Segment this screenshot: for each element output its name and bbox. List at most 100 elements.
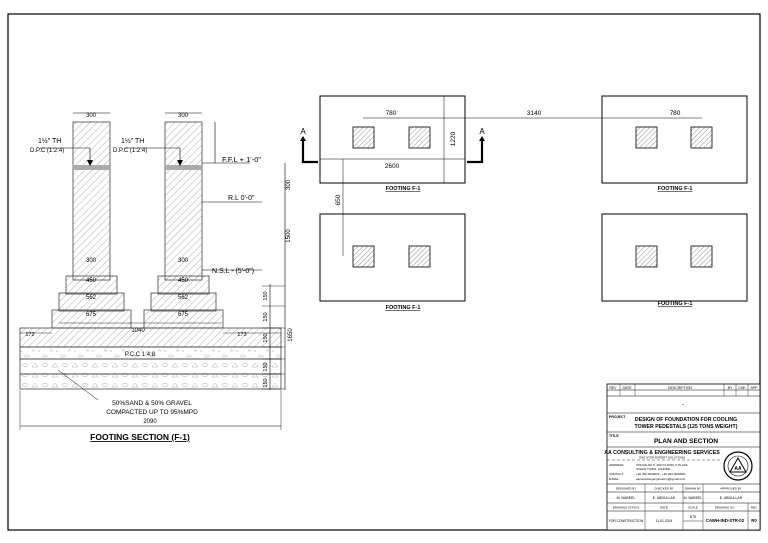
pedestal-4a bbox=[635, 245, 658, 268]
dpc-right-thickness: 1½" TH bbox=[121, 137, 144, 145]
drawn-by-label: DRAWN BY bbox=[685, 487, 701, 491]
drawing-title: PLAN AND SECTION bbox=[654, 438, 718, 445]
column-left bbox=[72, 121, 111, 281]
drawn-by: M. NABEEL bbox=[684, 496, 703, 500]
pcc-label: P.C.C 1:4:8 bbox=[125, 352, 156, 358]
rev-label: REV bbox=[751, 506, 757, 510]
step-675-left: 675 bbox=[86, 312, 97, 318]
dim-150-d: 150 bbox=[263, 362, 269, 371]
date-label: DATE bbox=[660, 506, 668, 510]
email-label: E-MAIL bbox=[609, 477, 619, 481]
plan-dim-2600: 2600 bbox=[385, 163, 400, 170]
address-label: ADDRESS bbox=[609, 463, 624, 467]
dim-150-c: 150 bbox=[263, 333, 269, 342]
contact-value: +92 300 0000000 , +92 300 0000000 bbox=[636, 472, 686, 476]
section-texts: 300 300 1½" TH D.P.C (1:2:4) 1½" TH D.P.… bbox=[25, 113, 294, 442]
dim-top-right: 300 bbox=[178, 113, 189, 119]
dim-173: 173 bbox=[237, 332, 246, 338]
step-300-left: 300 bbox=[86, 258, 97, 264]
dpc-right-mix: D.P.C (1:2:4) bbox=[113, 148, 147, 154]
plan-dim-3140: 3140 bbox=[527, 110, 542, 117]
dim-2090: 2090 bbox=[143, 419, 157, 425]
plan-texts: A A 780 3140 780 1220 2600 650 FOOTING F… bbox=[300, 110, 692, 311]
revision-dash: - bbox=[682, 402, 684, 408]
project-label: PROJECT bbox=[609, 415, 626, 419]
approved-by: E. ABDULLAH bbox=[720, 496, 743, 500]
sheet-border bbox=[7, 13, 761, 531]
footing-outline-2 bbox=[601, 95, 748, 184]
pedestal-2b bbox=[690, 126, 713, 149]
footing-label-2: FOOTING F-1 bbox=[658, 186, 693, 192]
dim-300-vertical: 300 bbox=[286, 179, 292, 190]
section-title: FOOTING SECTION (F-1) bbox=[90, 432, 190, 442]
company-subtitle: ONE STOP EXPERT SOLUTIONS bbox=[639, 456, 685, 460]
footing-section bbox=[19, 112, 286, 430]
section-marker-right bbox=[467, 140, 484, 164]
project-line-1: DESIGN OF FOUNDATION FOR COOLING bbox=[635, 417, 737, 423]
pedestal-1a bbox=[352, 126, 375, 149]
plan-dim-780-left: 780 bbox=[386, 110, 397, 117]
ngl-level: R.L 0'-0" bbox=[228, 195, 255, 202]
designed-by: M. NABEEL bbox=[617, 496, 636, 500]
rev-header-3: DESCRIPTION bbox=[668, 386, 692, 390]
footing-outline-4 bbox=[601, 213, 748, 302]
drawing-no-label: DRAWING NO. bbox=[715, 506, 736, 510]
title-label: TITLE bbox=[609, 434, 619, 438]
pedestal-2a bbox=[635, 126, 658, 149]
footing-label-4: FOOTING F-1 bbox=[658, 301, 693, 307]
designed-by-label: DESIGNED BY bbox=[616, 487, 637, 491]
section-marker-left bbox=[301, 140, 318, 164]
column-right bbox=[164, 121, 203, 281]
scale-label: SCALE bbox=[688, 506, 698, 510]
rev-header-4: BY bbox=[728, 386, 733, 390]
address-line-1: OFFICE NO 5, 2ND FLOOR, K PLAZA bbox=[636, 463, 688, 467]
dim-150-e: 150 bbox=[263, 378, 269, 387]
company-name: AA CONSULTING & ENGINEERING SERVICES bbox=[604, 450, 720, 456]
footing-label-1: FOOTING F-1 bbox=[386, 186, 421, 192]
dpc-band-left bbox=[73, 165, 110, 170]
fill-note-2: COMPACTED UP TO 95%MPD bbox=[106, 409, 198, 416]
dpc-left-thickness: 1½" TH bbox=[38, 137, 61, 145]
section-mark-a-right: A bbox=[479, 127, 485, 136]
pedestal-3a bbox=[352, 245, 375, 268]
drawing-date: 11-01-2024 bbox=[656, 519, 673, 523]
rev-header-5: CHK bbox=[738, 386, 746, 390]
fill-layer-2 bbox=[19, 373, 282, 390]
dim-1650: 1650 bbox=[288, 328, 294, 342]
dim-172: 172 bbox=[25, 332, 34, 338]
plan-dim-780-right: 780 bbox=[670, 110, 681, 117]
dpc-band-right bbox=[165, 165, 202, 170]
footing-label-3: FOOTING F-1 bbox=[386, 305, 421, 311]
drawing-status-label: DRAWING STATUS bbox=[613, 506, 640, 510]
logo-letters: AA bbox=[734, 466, 742, 472]
dim-150-b: 150 bbox=[263, 312, 269, 321]
checked-by: E. ABDULLAH bbox=[653, 496, 676, 500]
pedestal-3b bbox=[408, 245, 431, 268]
contact-label: CONTACT bbox=[609, 472, 623, 476]
step-562-left: 562 bbox=[86, 295, 97, 301]
step-450-right: 450 bbox=[178, 278, 189, 284]
dim-1500: 1500 bbox=[286, 229, 292, 243]
step-450-left: 450 bbox=[86, 278, 97, 284]
rev-header-6: APP bbox=[750, 386, 758, 390]
footing-plan bbox=[300, 95, 748, 302]
drawing-number: CAWH-IND-STR-02 bbox=[706, 518, 745, 523]
title-block-texts: REV DATE DESCRIPTION BY CHK APP - PROJEC… bbox=[604, 386, 758, 523]
ffl-level: F.F.L + 1'-0" bbox=[222, 155, 261, 164]
dim-top-left: 300 bbox=[86, 113, 97, 119]
dim-1040: 1040 bbox=[131, 328, 145, 334]
fill-layer-1 bbox=[19, 358, 282, 375]
step-300-right: 300 bbox=[178, 258, 189, 264]
rev-header-1: REV bbox=[609, 386, 617, 390]
dpc-left-mix: D.P.C (1:2:4) bbox=[30, 148, 64, 154]
step-562-right: 562 bbox=[178, 295, 189, 301]
nsl-level: N.S.L - (5'-0") bbox=[212, 268, 254, 275]
pedestal-4b bbox=[690, 245, 713, 268]
title-block bbox=[606, 383, 761, 531]
drawing-status: FOR CONSTRUCTION bbox=[609, 519, 644, 523]
dim-150-a: 150 bbox=[263, 291, 269, 300]
email-value: aaconsultingengineering@gmail.com bbox=[636, 477, 686, 481]
checked-by-label: CHECKED BY bbox=[654, 487, 674, 491]
rev-header-2: DATE bbox=[622, 386, 632, 390]
